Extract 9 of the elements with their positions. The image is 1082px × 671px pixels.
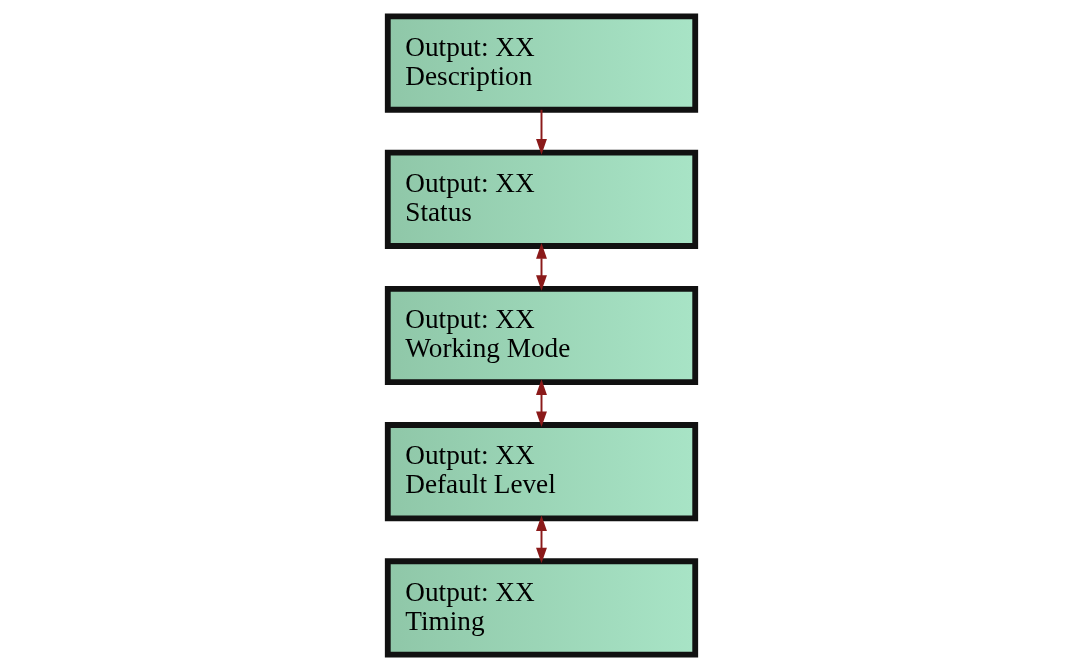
arrow bbox=[535, 379, 547, 428]
node-box: Output: XX Timing bbox=[384, 558, 698, 658]
node-box: Output: XX Description bbox=[384, 13, 698, 113]
arrow bbox=[535, 515, 547, 564]
arrow bbox=[535, 243, 547, 291]
node-box: Output: XX Default Level bbox=[384, 422, 698, 522]
arrow bbox=[535, 108, 547, 155]
node-box: Output: XX Working Mode bbox=[384, 285, 698, 386]
node-box: Output: XX Status bbox=[384, 149, 698, 249]
